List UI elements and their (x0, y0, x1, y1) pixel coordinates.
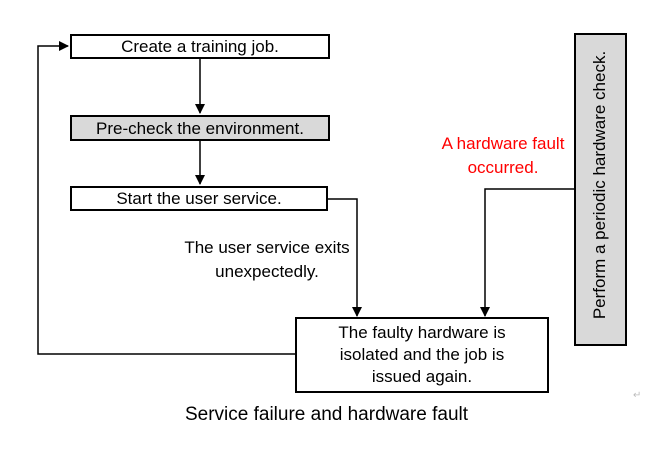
node-isolate-hardware: The faulty hardware is isolated and the … (295, 317, 549, 393)
node-periodic-hardware-check-label: Perform a periodic hardware check. (590, 50, 609, 320)
arrow-isolate-to-create (37, 41, 295, 355)
node-periodic-hardware-check (574, 33, 627, 346)
arrow-start-to-isolate (328, 198, 362, 317)
node-precheck-environment: Pre-check the environment. (70, 115, 330, 141)
node-start-user-service: Start the user service. (70, 186, 328, 211)
paragraph-mark-icon: ↵ (633, 390, 642, 401)
arrow-check-to-isolate (480, 188, 574, 317)
node-create-training-job: Create a training job. (70, 34, 330, 59)
diagram-caption: Service failure and hardware fault (184, 404, 469, 425)
label-hardware-fault: A hardware fault occurred. (441, 134, 565, 177)
label-user-service-exits: The user service exits unexpectedly. (184, 238, 350, 281)
